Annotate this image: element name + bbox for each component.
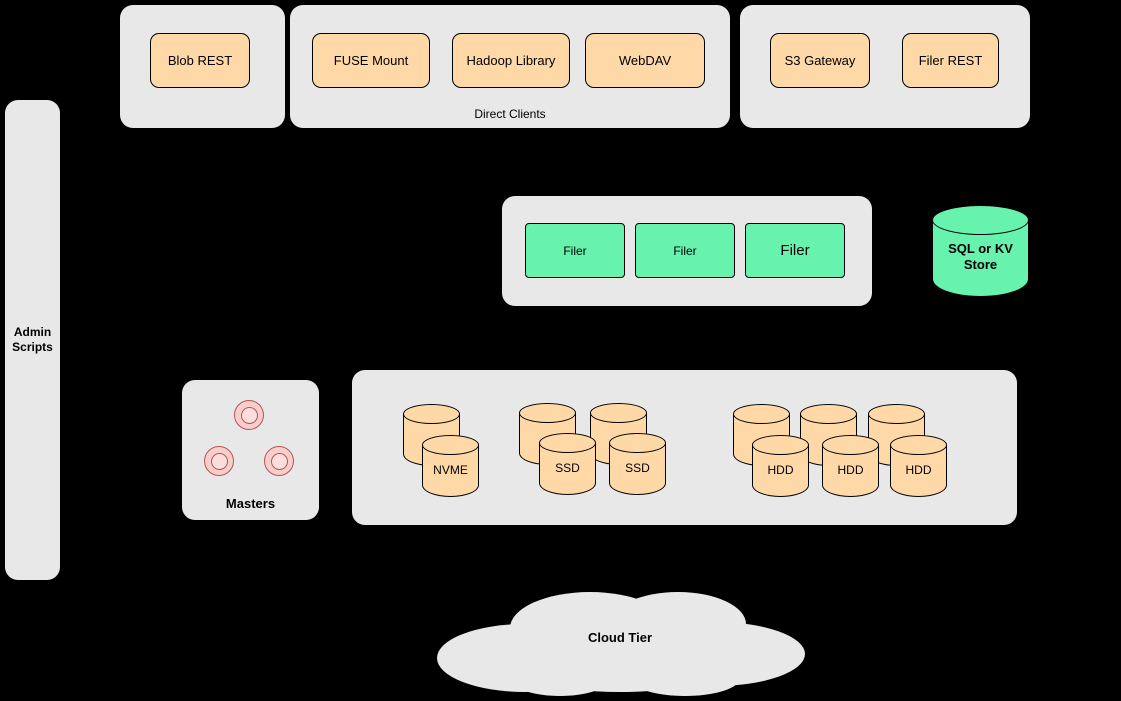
node-fuse-mount: FUSE Mount bbox=[312, 33, 430, 88]
node-blob-rest: Blob REST bbox=[150, 33, 250, 88]
master-node-inner-ring bbox=[270, 452, 288, 470]
admin-scripts-label: Admin Scripts bbox=[12, 325, 53, 354]
sql-kv-store-cylinder: SQL or KV Store bbox=[932, 205, 1029, 297]
cylinder-top bbox=[422, 435, 479, 455]
blob-rest-group: Blob REST bbox=[120, 5, 285, 128]
hdd-cylinder: HDD bbox=[890, 435, 947, 497]
cylinder-top bbox=[539, 433, 596, 453]
hdd-cylinder: HDD bbox=[822, 435, 879, 497]
nvme-label: NVME bbox=[433, 463, 468, 477]
sql-kv-store-label: SQL or KV Store bbox=[948, 241, 1013, 273]
cylinder-top bbox=[932, 205, 1029, 235]
admin-scripts-panel: Admin Scripts bbox=[5, 100, 60, 580]
master-node-inner-ring bbox=[240, 406, 258, 424]
direct-clients-group: FUSE Mount Hadoop Library WebDAV Direct … bbox=[290, 5, 730, 128]
masters-caption: Masters bbox=[225, 496, 276, 511]
master-node-icon bbox=[204, 446, 234, 476]
ssd-cylinder: SSD bbox=[539, 433, 596, 495]
node-filer-1-label: Filer bbox=[563, 243, 587, 258]
filer-group: Filer Filer Filer bbox=[502, 196, 872, 306]
cloud-tier-shape: Cloud Tier bbox=[430, 586, 810, 698]
master-node-inner-ring bbox=[210, 452, 228, 470]
cloud-icon bbox=[437, 592, 805, 696]
master-node-icon bbox=[234, 400, 264, 430]
cylinder-top bbox=[800, 404, 857, 424]
cylinder-top bbox=[403, 404, 460, 424]
node-fuse-mount-label: FUSE Mount bbox=[333, 53, 409, 68]
node-webdav: WebDAV bbox=[585, 33, 705, 88]
node-s3-gateway: S3 Gateway bbox=[770, 33, 870, 88]
ssd-label: SSD bbox=[625, 461, 650, 475]
node-hadoop-library-label: Hadoop Library bbox=[466, 53, 556, 68]
hdd-label: HDD bbox=[767, 463, 794, 477]
nvme-cylinder: NVME bbox=[422, 435, 479, 497]
cylinder-top bbox=[822, 435, 879, 455]
cylinder-top bbox=[609, 433, 666, 453]
node-filer-1: Filer bbox=[525, 223, 625, 278]
direct-clients-caption: Direct Clients bbox=[474, 107, 546, 121]
node-webdav-label: WebDAV bbox=[618, 53, 672, 68]
node-filer-3-label: Filer bbox=[780, 242, 810, 259]
cylinder-top bbox=[519, 403, 576, 423]
ssd-label: SSD bbox=[555, 461, 580, 475]
node-filer-2-label: Filer bbox=[673, 243, 697, 258]
hdd-label: HDD bbox=[905, 463, 932, 477]
cylinder-top bbox=[752, 435, 809, 455]
master-node-icon bbox=[264, 446, 294, 476]
ssd-cylinder: SSD bbox=[609, 433, 666, 495]
masters-group: Masters bbox=[182, 380, 319, 520]
cylinder-top bbox=[868, 404, 925, 424]
volume-servers-group: NVME SSD SSD HDD HDD bbox=[352, 370, 1017, 525]
node-hadoop-library: Hadoop Library bbox=[452, 33, 570, 88]
gateway-group: S3 Gateway Filer REST bbox=[740, 5, 1030, 128]
node-filer-rest-label: Filer REST bbox=[918, 53, 983, 68]
cylinder-top bbox=[733, 404, 790, 424]
cylinder-top bbox=[590, 403, 647, 423]
node-filer-2: Filer bbox=[635, 223, 735, 278]
node-filer-rest: Filer REST bbox=[902, 33, 999, 88]
cylinder-body bbox=[609, 443, 666, 495]
hdd-label: HDD bbox=[837, 463, 864, 477]
cylinder-top bbox=[890, 435, 947, 455]
node-filer-3: Filer bbox=[745, 223, 845, 278]
node-blob-rest-label: Blob REST bbox=[167, 53, 233, 68]
cloud-tier-label: Cloud Tier bbox=[587, 630, 653, 645]
node-s3-gateway-label: S3 Gateway bbox=[784, 53, 856, 68]
hdd-cylinder: HDD bbox=[752, 435, 809, 497]
